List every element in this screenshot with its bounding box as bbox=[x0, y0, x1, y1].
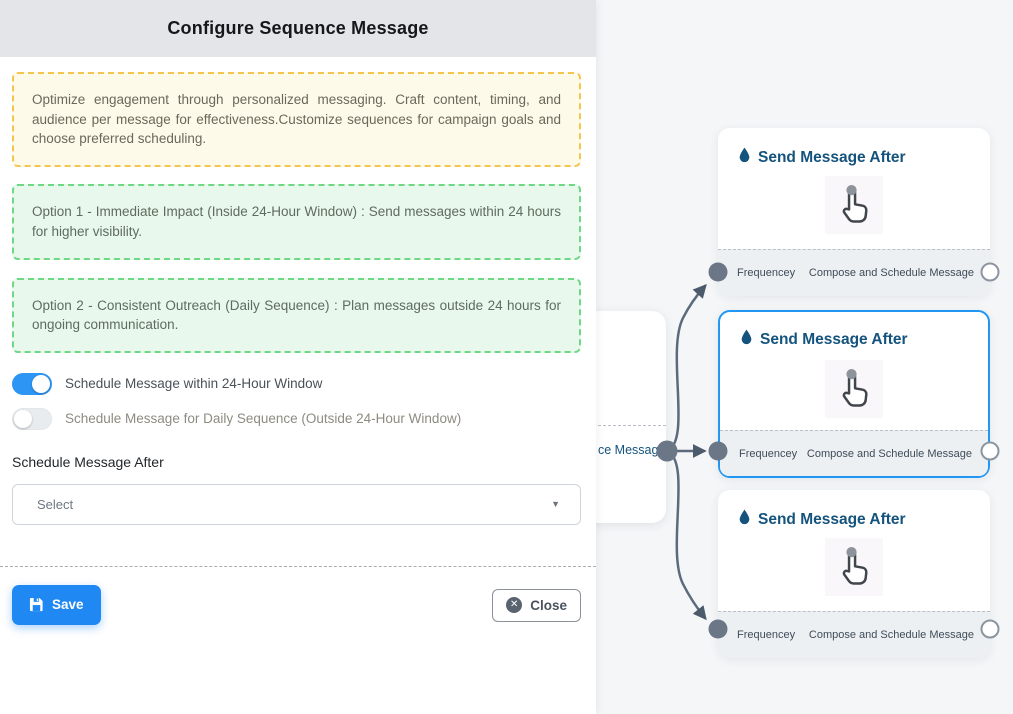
within-24h-toggle-label: Schedule Message within 24-Hour Window bbox=[65, 376, 323, 392]
tap-hand-icon[interactable] bbox=[825, 176, 883, 234]
node-footer: Frequencey Compose and Schedule Message bbox=[718, 611, 990, 658]
compose-schedule-label[interactable]: Compose and Schedule Message bbox=[806, 447, 972, 460]
droplet-icon bbox=[740, 329, 753, 351]
configure-sequence-panel: Configure Sequence Message Optimize enga… bbox=[0, 0, 596, 714]
node-divider bbox=[558, 425, 666, 426]
option1-alert: Option 1 - Immediate Impact (Inside 24-H… bbox=[12, 184, 581, 260]
node-footer: Frequencey Compose and Schedule Message bbox=[718, 249, 990, 296]
toggle-knob bbox=[32, 374, 50, 393]
flow-node-send-message-after-1[interactable]: Send Message After Frequencey Compose an… bbox=[718, 128, 990, 296]
option2-alert: Option 2 - Consistent Outreach (Daily Se… bbox=[12, 277, 581, 353]
frequency-handle-label[interactable]: Frequencey bbox=[737, 629, 796, 641]
chevron-down-icon: ▼ bbox=[551, 499, 560, 510]
droplet-icon bbox=[738, 147, 751, 169]
close-button-label: Close bbox=[530, 597, 567, 613]
node-title: Send Message After bbox=[758, 149, 906, 166]
flow-node-send-message-after-3[interactable]: Send Message After Frequencey Compose an… bbox=[718, 490, 990, 658]
flow-node-send-message-after-2-selected[interactable]: Send Message After Frequencey Compose an… bbox=[718, 310, 990, 478]
droplet-icon bbox=[738, 509, 751, 531]
toggle-knob bbox=[14, 409, 32, 428]
node-title: Send Message After bbox=[758, 511, 906, 528]
edge-to-node-3 bbox=[665, 449, 707, 621]
frequency-handle-label[interactable]: Frequencey bbox=[737, 267, 796, 279]
frequency-handle-label[interactable]: Frequencey bbox=[739, 447, 798, 460]
select-value: Select bbox=[37, 496, 74, 512]
tap-hand-icon[interactable] bbox=[825, 538, 883, 596]
node-title-row: Send Message After bbox=[738, 147, 990, 169]
schedule-after-label: Schedule Message After bbox=[12, 453, 164, 470]
within-24h-toggle[interactable] bbox=[12, 372, 52, 395]
save-button[interactable]: Save bbox=[12, 584, 101, 625]
daily-sequence-toggle-label: Schedule Message for Daily Sequence (Out… bbox=[65, 411, 462, 427]
close-icon: ✕ bbox=[506, 597, 523, 614]
panel-footer-divider bbox=[0, 565, 596, 567]
edge-to-node-1 bbox=[665, 283, 707, 453]
compose-schedule-label[interactable]: Compose and Schedule Message bbox=[808, 629, 974, 641]
option2-text: Option 2 - Consistent Outreach (Daily Se… bbox=[32, 297, 561, 333]
tap-hand-icon[interactable] bbox=[825, 360, 883, 418]
panel-actions: Save ✕ Close bbox=[0, 584, 596, 625]
save-icon bbox=[29, 597, 44, 612]
node-title-row: Send Message After bbox=[738, 509, 990, 531]
panel-header: Configure Sequence Message bbox=[0, 0, 596, 57]
source-node-footer-label: ce Message bbox=[598, 443, 666, 457]
intro-warning-alert: Optimize engagement through personalized… bbox=[12, 72, 581, 168]
compose-schedule-label[interactable]: Compose and Schedule Message bbox=[808, 267, 974, 279]
node-footer: Frequencey Compose and Schedule Message bbox=[720, 430, 988, 476]
toggle-row-daily-sequence: Schedule Message for Daily Sequence (Out… bbox=[12, 407, 581, 430]
option1-text: Option 1 - Immediate Impact (Inside 24-H… bbox=[32, 204, 561, 239]
node-title: Send Message After bbox=[760, 331, 908, 348]
schedule-after-select[interactable]: Select ▼ bbox=[12, 483, 581, 525]
page-title: Configure Sequence Message bbox=[167, 18, 429, 38]
node-title-row: Send Message After bbox=[740, 329, 988, 351]
save-button-label: Save bbox=[52, 597, 84, 613]
close-button[interactable]: ✕ Close bbox=[492, 588, 581, 622]
toggle-row-within-24h: Schedule Message within 24-Hour Window bbox=[12, 372, 581, 395]
intro-warning-text: Optimize engagement through personalized… bbox=[32, 92, 561, 147]
daily-sequence-toggle[interactable] bbox=[12, 407, 52, 430]
